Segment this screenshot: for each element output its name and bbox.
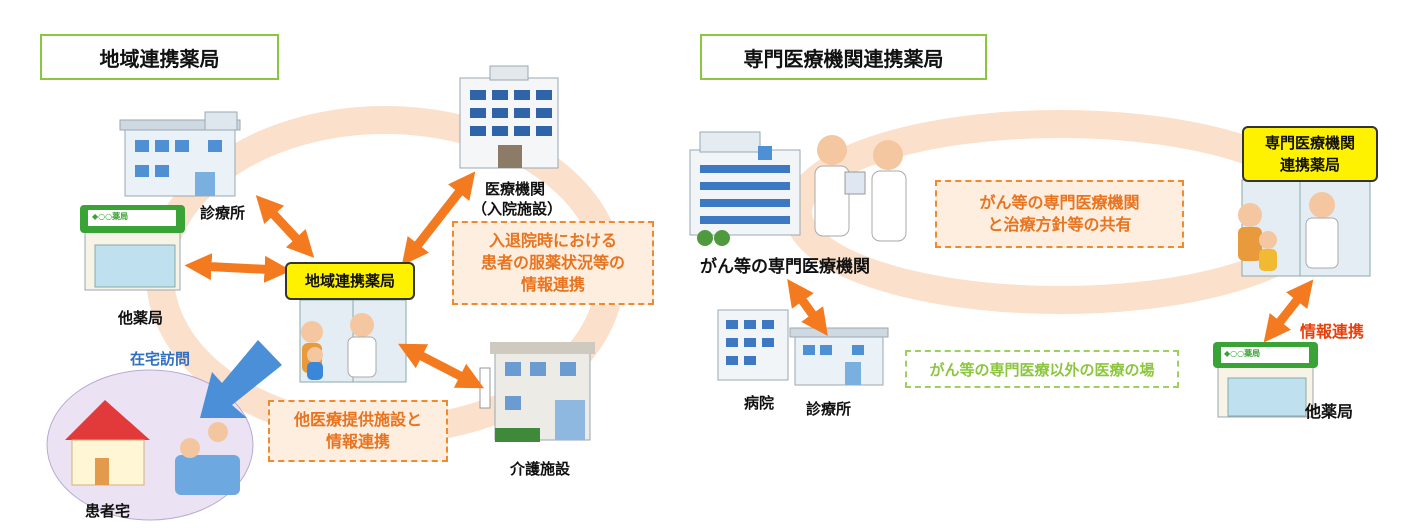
patient-home-illustration <box>46 369 254 521</box>
admission-note-line1: 入退院時における <box>488 231 617 250</box>
center-pharmacy-tag-text: 地域連携薬局 <box>304 272 395 290</box>
treatment-policy-note: がん等の専門医療機関 と治療方針等の共有 <box>935 180 1184 248</box>
arrow-pharmacy-other <box>1263 279 1314 343</box>
hospital-building-icon <box>459 65 559 169</box>
left-other-pharmacy-icon <box>80 205 185 291</box>
specialized-hospital-icon <box>689 131 801 246</box>
other-facility-note-line2: 情報連携 <box>325 432 390 451</box>
right-section-title: 専門医療機関連携薬局 <box>700 34 987 80</box>
hospital-label-line1: 医療機関 <box>485 180 546 198</box>
specialized-pharmacy-tag: 専門医療機関 連携薬局 <box>1242 126 1378 182</box>
admission-info-note: 入退院時における 患者の服薬状況等の 情報連携 <box>452 221 654 305</box>
info-link-label: 情報連携 <box>1300 322 1365 341</box>
center-pharmacy-tag: 地域連携薬局 <box>285 262 415 300</box>
hospital-label-line2: （入院施設） <box>472 200 563 218</box>
other-facility-note-line1: 他医療提供施設と <box>293 410 422 429</box>
patient-home-label: 患者宅 <box>85 502 131 520</box>
admission-note-line3: 情報連携 <box>520 275 585 294</box>
left-pharmacy-sign: ◆○○薬局 <box>92 212 129 221</box>
specialized-tag-line1: 専門医療機関 <box>1264 134 1355 152</box>
care-facility-building-icon <box>479 342 595 442</box>
other-medical-places-note: がん等の専門医療以外の医療の場 <box>905 350 1179 388</box>
arrow-pharmacy-center <box>184 253 292 283</box>
small-hospital-icon <box>717 309 789 381</box>
home-visit-arrow <box>200 340 282 418</box>
cancer-institution-label: がん等の専門医療機関 <box>700 257 870 277</box>
small-clinic-icon <box>789 327 889 386</box>
treatment-note-line1: がん等の専門医療機関 <box>979 193 1140 212</box>
right-pharmacy-illustration <box>1238 179 1371 277</box>
arrow-hospital-center <box>401 171 476 266</box>
treatment-note-line2: と治療方針等の共有 <box>987 215 1132 234</box>
right-pharmacy-sign: ◆○○薬局 <box>1224 349 1261 358</box>
clinic-label: 診療所 <box>200 204 246 222</box>
arrow-center-care <box>398 343 484 389</box>
doctors-illustration <box>814 135 907 242</box>
arrow-clinic-center <box>255 195 315 258</box>
right-other-pharmacy-label: 他薬局 <box>1305 402 1354 421</box>
clinic-building-icon <box>119 111 241 197</box>
other-pharmacy-label: 他薬局 <box>118 309 164 327</box>
right-clinic-label: 診療所 <box>806 400 852 418</box>
right-other-pharmacy-icon <box>1213 342 1318 418</box>
admission-note-line2: 患者の服薬状況等の <box>480 253 625 272</box>
center-pharmacy-illustration <box>299 299 407 383</box>
other-facility-info-note: 他医療提供施設と 情報連携 <box>268 400 448 462</box>
left-section-title: 地域連携薬局 <box>40 34 279 80</box>
home-visit-label: 在宅訪問 <box>130 350 191 368</box>
specialized-tag-line2: 連携薬局 <box>1279 156 1340 174</box>
hospital-label: 病院 <box>744 394 775 412</box>
care-facility-label: 介護施設 <box>510 460 571 478</box>
arrow-hospital-clinic <box>787 279 828 336</box>
